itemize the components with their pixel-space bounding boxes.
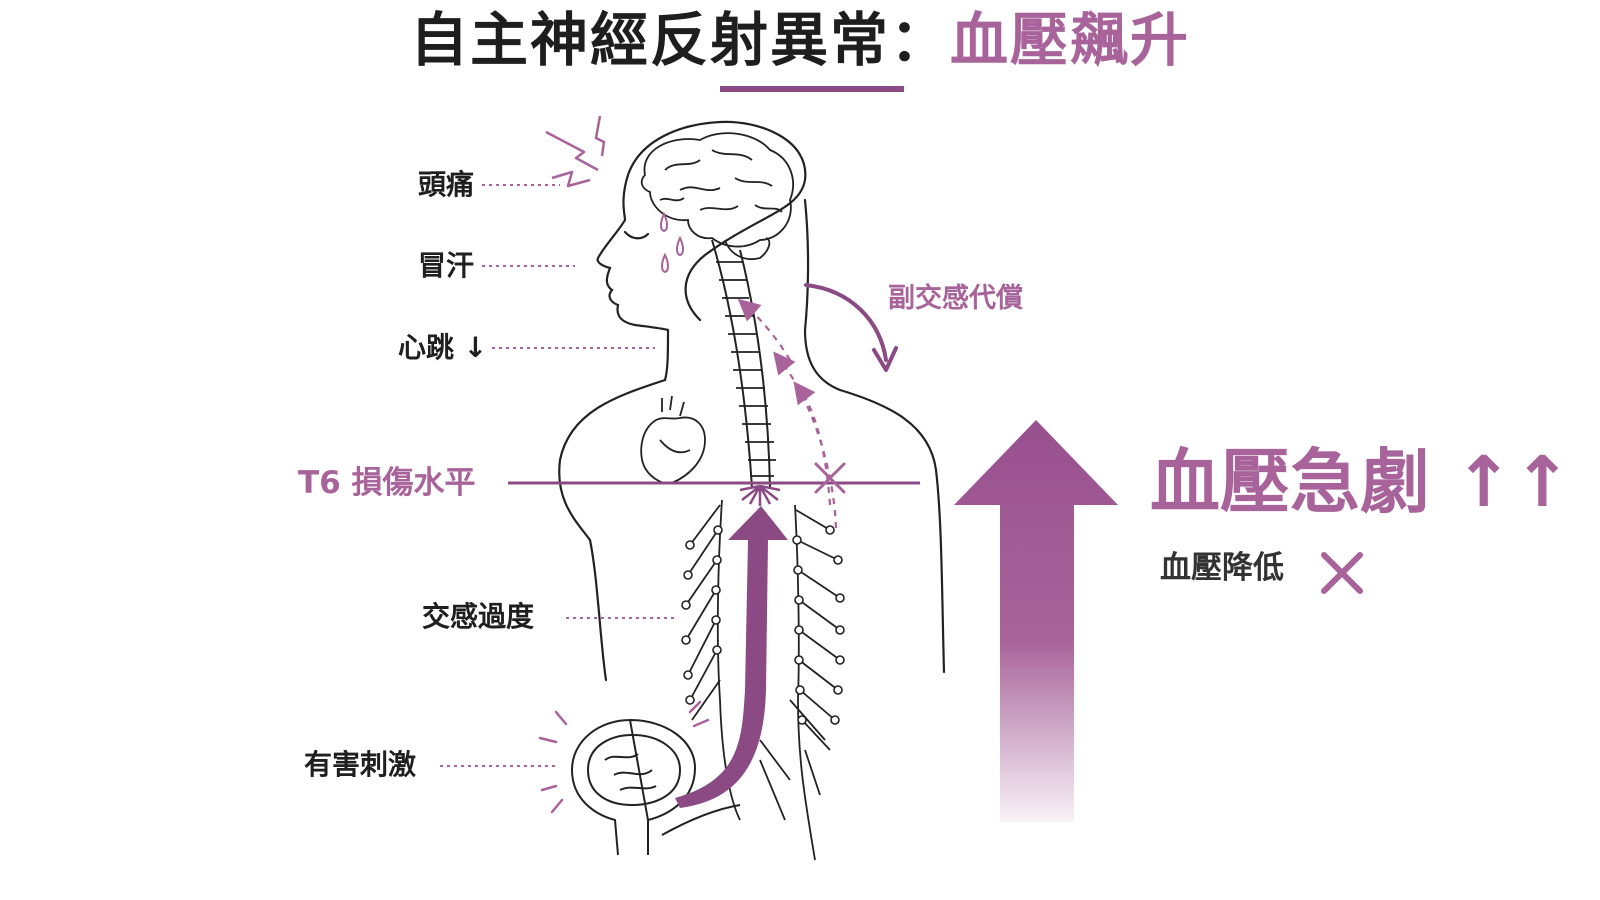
label-sympathetic-over: 交感過度 [422,600,535,633]
brain [640,132,794,260]
sympathetic-chain [681,499,845,861]
title-main: 自主神經反射異常 [409,6,890,74]
x-icon [814,462,846,494]
title-underline [720,86,904,92]
sympathetic-rise-arrow [675,506,788,808]
lightning-icon [545,115,606,188]
label-noxious-stimulus: 有害刺激 [304,748,417,781]
bp-rise-text: 血壓急劇 ↑↑ [1150,441,1572,523]
parasympathetic-arrow [804,283,898,372]
title-separator: ： [889,6,950,74]
label-parasympathetic: 副交感代償 [888,283,1023,314]
sweat-drops-icon [660,211,684,274]
injury-burst-icon [739,484,781,506]
x-icon [1321,552,1363,594]
title-accent: 血壓飆升 [950,6,1191,74]
label-t6-level: T6 損傷水平 [298,465,476,501]
bp-rise-big-arrow [954,420,1118,822]
leader-lines [440,184,675,767]
label-sweating: 冒汗 [418,249,475,282]
label-heart-rate: 心跳 ↓ [398,331,488,364]
body-outline [558,120,946,682]
bp-cannot-drop-text: 血壓降低 [1160,550,1284,586]
label-headache: 頭痛 [418,168,475,201]
alert-marks-icon [538,700,710,814]
page-title: 自主神經反射異常：血壓飆升 [0,4,1600,76]
heart [640,395,706,485]
bladder [570,718,741,856]
spinal-cord [711,239,776,489]
blocked-ascending-signals [737,298,838,529]
